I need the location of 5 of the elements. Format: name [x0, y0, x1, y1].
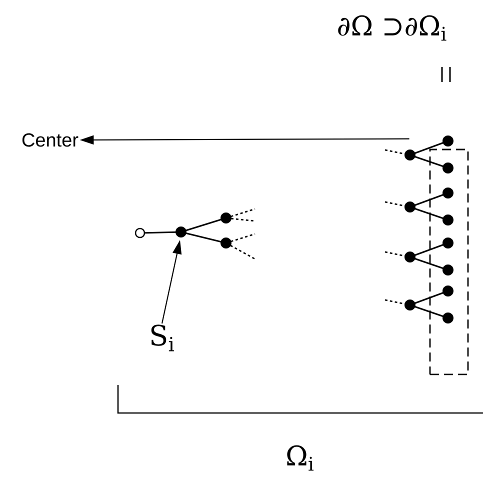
node-label: Center	[22, 133, 78, 147]
math-label: ∂Ω ⊃∂Ω$_{i}$	[338, 15, 446, 41]
node-label: S$_{i}$	[151, 324, 174, 352]
dashed-box	[429, 148, 469, 376]
math-label: Ω$_{i}$	[287, 445, 314, 471]
